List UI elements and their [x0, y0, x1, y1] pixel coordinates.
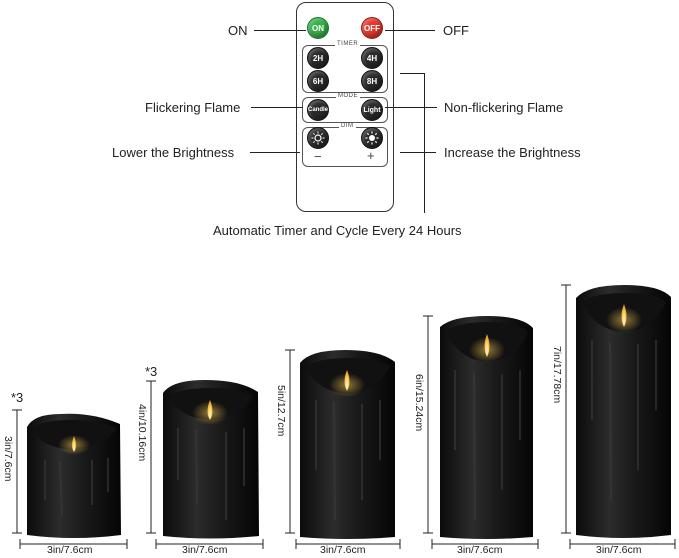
flame-icon: [344, 370, 350, 391]
candle-5-height: 7in/17.78cm: [551, 346, 563, 404]
flame-icon: [207, 400, 213, 420]
callout-on-line: [254, 30, 306, 31]
candle-3-height: 5in/12.7cm: [275, 385, 287, 437]
candle-1-qty: *3: [11, 390, 24, 405]
timer-8h-button[interactable]: 8H: [361, 70, 383, 92]
timer-bracket-top: [400, 73, 424, 74]
candles-illustration: [12, 284, 676, 549]
timer-bracket-line: [424, 73, 425, 213]
on-button[interactable]: ON: [307, 17, 329, 39]
remote-control: ON OFF TIMER 2H 4H 6H 8H MODE Candle Lig…: [296, 2, 394, 212]
candle-3in: [27, 413, 121, 538]
flame-icon: [72, 436, 76, 452]
candle-4-height: 6in/15.24cm: [413, 374, 425, 432]
mode-label: MODE: [336, 93, 360, 99]
candle-4in: [163, 380, 259, 539]
candle-5in: [300, 350, 395, 539]
callout-lower-line: [250, 152, 300, 153]
candle-1-height: 3in/7.6cm: [2, 436, 14, 482]
candle-2-height: 4in/10.16cm: [136, 404, 148, 462]
callout-non-flickering-line: [385, 107, 437, 108]
mode-candle-button[interactable]: Candle: [307, 99, 329, 121]
callout-flickering-line: [251, 107, 303, 108]
callout-off-line: [385, 30, 435, 31]
flame-icon: [484, 334, 490, 357]
dim-down-button[interactable]: [307, 127, 329, 149]
candle-6in: [440, 316, 533, 539]
brightness-low-icon: [311, 131, 325, 145]
candle-3-width: 3in/7.6cm: [320, 544, 366, 556]
callout-on: ON: [228, 23, 248, 38]
flame-icon: [621, 304, 627, 327]
minus-sign: −: [314, 149, 322, 164]
candle-7in: [576, 285, 671, 538]
candle-2-qty: *3: [145, 364, 158, 379]
callout-increase: Increase the Brightness: [444, 145, 581, 160]
off-button[interactable]: OFF: [361, 17, 383, 39]
candle-2-width: 3in/7.6cm: [182, 544, 228, 556]
mode-light-button[interactable]: Light: [361, 99, 383, 121]
candle-5-width: 3in/7.6cm: [596, 544, 642, 556]
candle-1-width: 3in/7.6cm: [47, 544, 93, 556]
timer-6h-button[interactable]: 6H: [307, 70, 329, 92]
callout-non-flickering: Non-flickering Flame: [444, 100, 564, 115]
timer-4h-button[interactable]: 4H: [361, 47, 383, 69]
brightness-high-icon: [365, 131, 379, 145]
timer-label: TIMER: [335, 41, 361, 47]
callout-off: OFF: [443, 23, 469, 38]
dim-label: DIM: [339, 123, 356, 129]
callout-flickering: Flickering Flame: [145, 100, 241, 115]
timer-2h-button[interactable]: 2H: [307, 47, 329, 69]
plus-sign: +: [367, 148, 375, 163]
dim-up-button[interactable]: [361, 127, 383, 149]
callout-lower: Lower the Brightness: [112, 145, 235, 160]
timer-note: Automatic Timer and Cycle Every 24 Hours: [213, 223, 462, 238]
callout-increase-line: [400, 152, 436, 153]
candle-4-width: 3in/7.6cm: [457, 544, 503, 556]
